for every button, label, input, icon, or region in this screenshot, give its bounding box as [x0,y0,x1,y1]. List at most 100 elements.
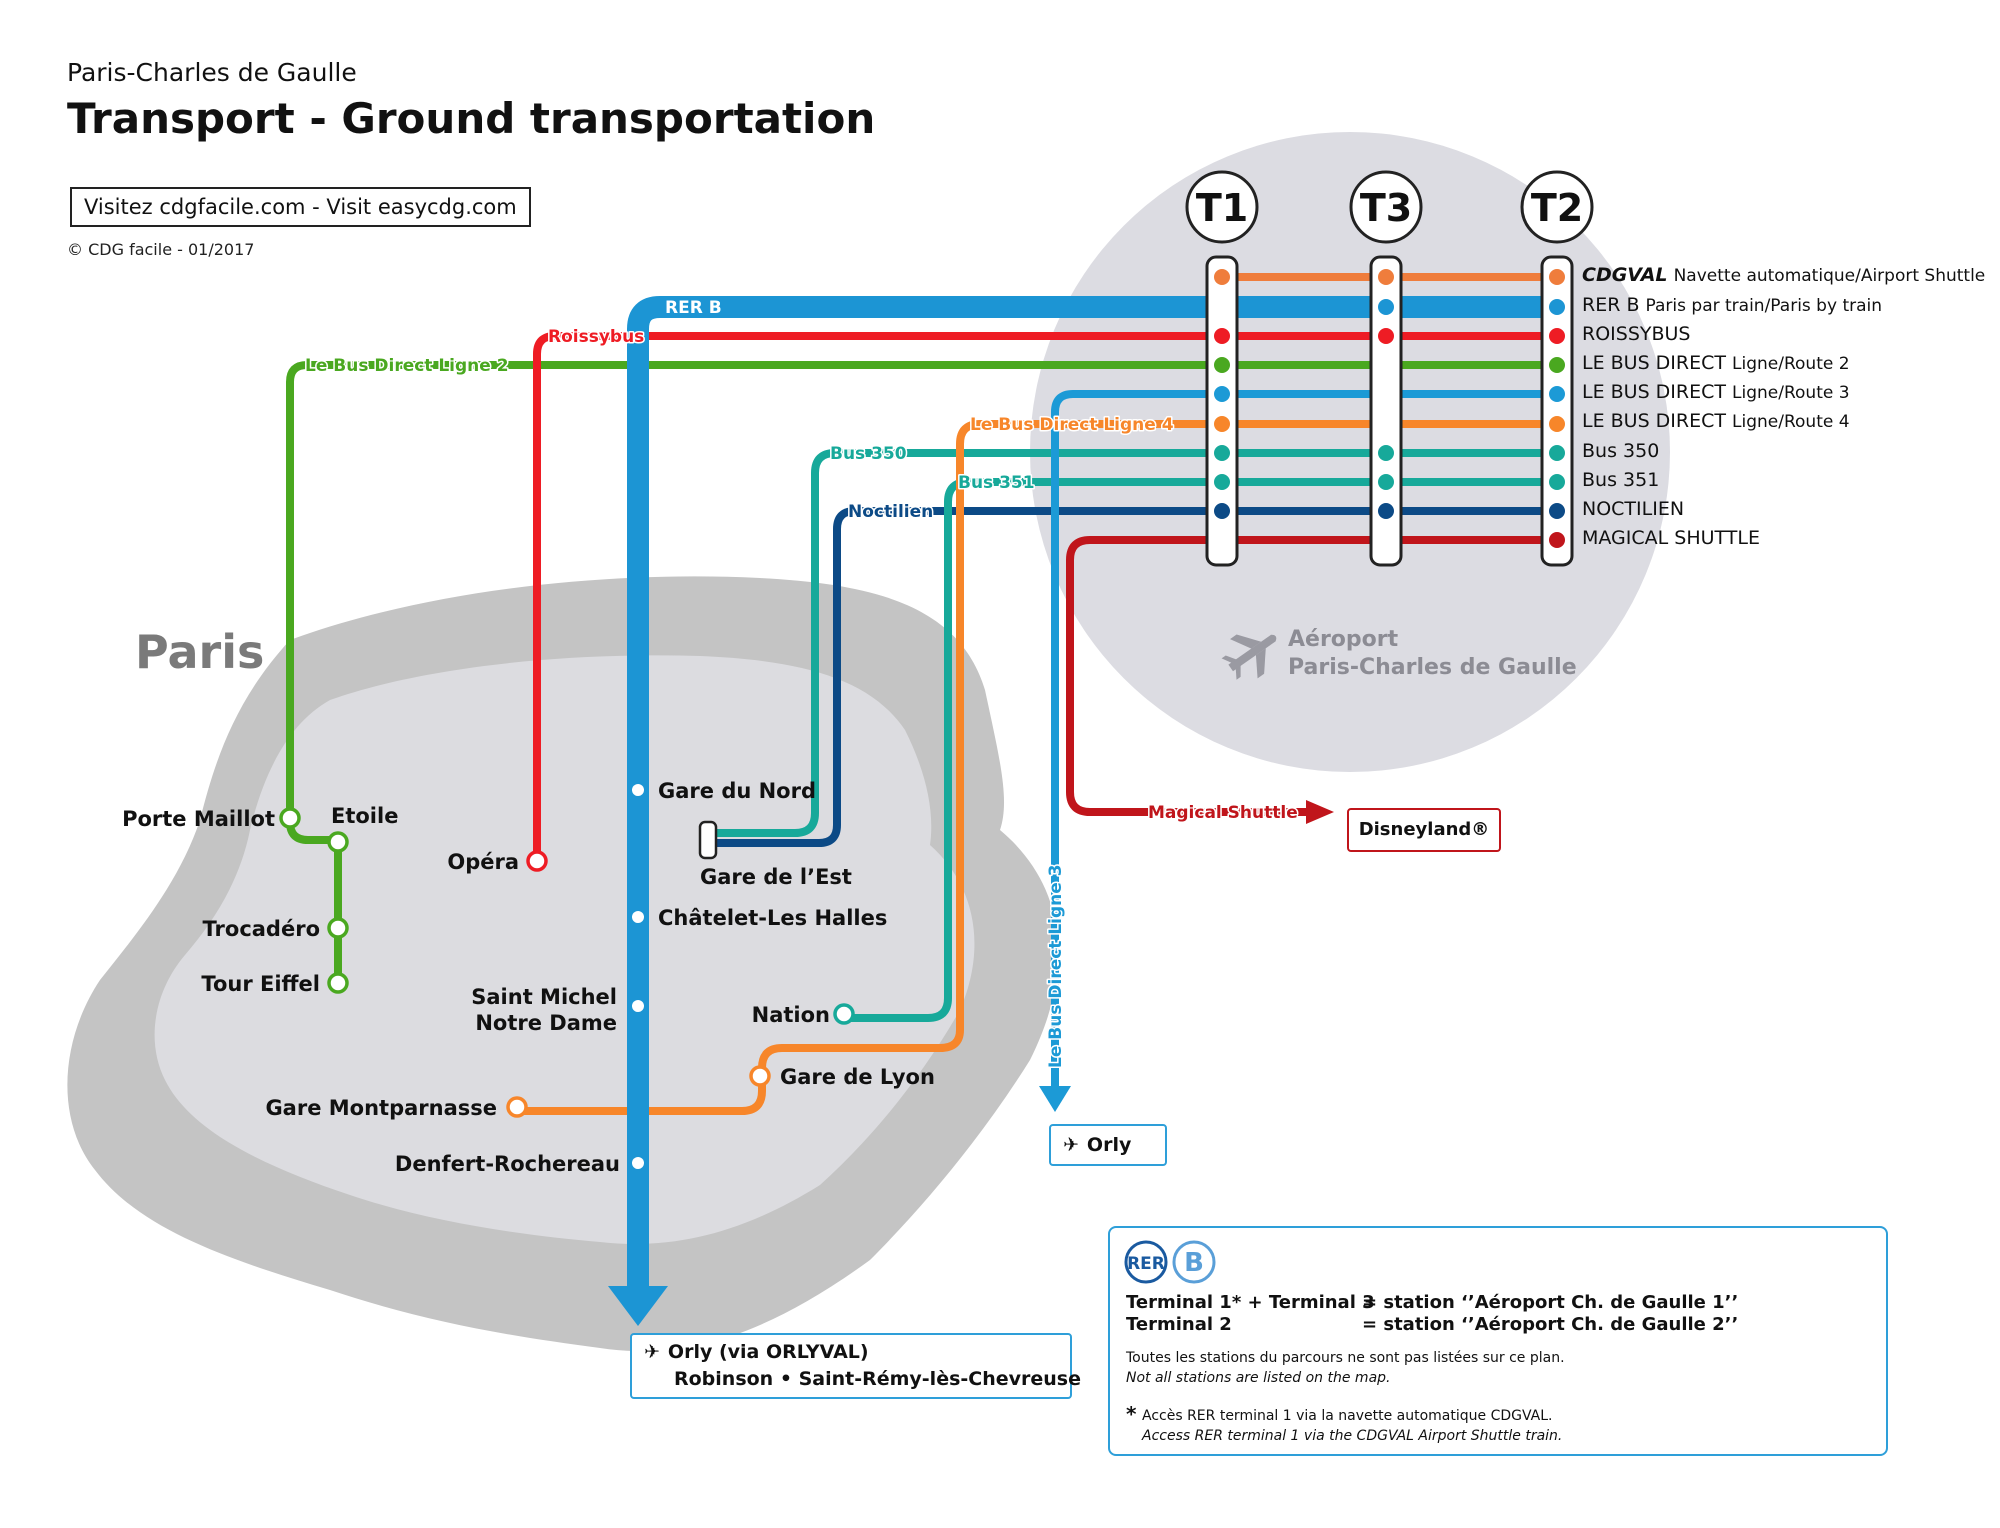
station-marker-trocadero[interactable] [327,917,349,939]
label-noctilien: Noctilien [848,502,933,522]
station-gare-du-nord[interactable]: Gare du Nord [658,779,816,803]
station-trocadero[interactable]: Trocadéro [203,917,320,941]
rer-logo-text: RER [1127,1254,1165,1274]
terminal-dot-bus351-t3 [1378,474,1394,490]
copyright: © CDG facile - 01/2017 [67,240,255,259]
legend-roissybus[interactable]: ROISSYBUS [1582,323,1691,345]
orly-rer-line1: Orly (via ORLYVAL) [667,1341,869,1363]
station-saint-michel-2[interactable]: Notre Dame [475,1011,617,1035]
station-marker-gare-du-nord[interactable] [632,784,644,796]
legend-bus-direct-3[interactable]: LE BUS DIRECT Ligne/Route 3 [1582,381,1850,403]
label-bus-350: Bus 350 [830,444,907,464]
station-tour-eiffel[interactable]: Tour Eiffel [201,972,320,996]
station-opera[interactable]: Opéra [447,850,519,874]
airplane-icon: ✈ [1063,1134,1079,1156]
paris-label: Paris [135,625,264,679]
info-note-fr: Toutes les stations du parcours ne sont … [1126,1350,1565,1366]
station-etoile[interactable]: Etoile [331,804,398,828]
terminal-dot-roissybus-t3 [1378,328,1394,344]
station-marker-etoile[interactable] [327,831,349,853]
line-bus-350 [708,449,1564,837]
line-magical-shuttle [1066,536,1564,816]
terminal-dot-busdirect3-t2 [1549,386,1565,402]
station-chatelet[interactable]: Châtelet-Les Halles [658,906,887,930]
orly-rer-line2: Robinson • Saint-Rémy-lès-Chevreuse [674,1368,1081,1390]
terminal-dot-noctilien-t1 [1214,503,1230,519]
label-roissybus: Roissybus [548,327,644,347]
terminal-dot-bus350-t2 [1549,445,1565,461]
legend-bus-351[interactable]: Bus 351 [1582,469,1659,491]
page-title: Transport - Ground transportation [67,94,876,143]
label-bus-direct-4: Le Bus Direct Ligne 4 [970,415,1174,435]
station-marker-gare-montparnasse[interactable] [506,1096,528,1118]
rer-b-logo-text: B [1184,1248,1204,1278]
station-nation[interactable]: Nation [752,1003,830,1027]
terminal-dot-bus350-t1 [1214,445,1230,461]
legend-bus-direct-2-sub: Ligne/Route 2 [1732,354,1850,374]
paris-inner-shape [154,655,975,1245]
legend-bus-350[interactable]: Bus 350 [1582,440,1659,462]
legend-rer-b-main: RER B [1582,294,1640,316]
orly-bus-label: Orly [1086,1134,1132,1156]
station-marker-gare-de-l-est[interactable] [698,820,718,860]
terminal-dot-bus350-t3 [1378,445,1394,461]
station-marker-porte-maillot[interactable] [279,807,301,829]
terminal-t1[interactable]: T1 [1196,186,1248,230]
airport-name-2: Paris-Charles de Gaulle [1288,655,1577,680]
terminal-t3[interactable]: T3 [1360,186,1412,230]
station-marker-opera[interactable] [526,850,548,872]
line-noctilien [708,507,1564,847]
station-marker-nation[interactable] [833,1003,855,1025]
rer-info-box: RER B Terminal 1* + Terminal 3 = station… [1108,1226,1888,1456]
station-marker-denfert[interactable] [632,1157,644,1169]
legend-bus-351-main: Bus 351 [1582,469,1660,491]
line-bus-direct-3 [1051,390,1564,1094]
terminal-dot-bus351-t1 [1214,474,1230,490]
legend-rer-b-sub: Paris par train/Paris by train [1645,296,1883,316]
terminal-dot-roissybus-t1 [1214,328,1230,344]
station-marker-saint-michel[interactable] [632,1000,644,1012]
legend-bus-direct-4[interactable]: LE BUS DIRECT Ligne/Route 4 [1582,410,1850,432]
station-gare-de-l-est[interactable]: Gare de l’Est [700,865,852,889]
legend-cdgval[interactable]: CDGVAL Navette automatique/Airport Shutt… [1582,264,1985,286]
terminal-dot-rerb-t2 [1549,299,1565,315]
info-star: * [1126,1402,1137,1426]
rer-b-logo: RER B [1124,1240,1216,1284]
station-labels: Porte Maillot Etoile Trocadéro Tour Eiff… [122,779,935,1176]
legend-bus-direct-2-main: LE BUS DIRECT [1582,352,1726,374]
legend-noctilien[interactable]: NOCTILIEN [1582,498,1684,520]
legend-bus-direct-2[interactable]: LE BUS DIRECT Ligne/Route 2 [1582,352,1850,374]
destination-orly-rer[interactable]: ✈Orly (via ORLYVAL) Robinson • Saint-Rém… [630,1333,1081,1399]
terminal-dot-cdgval-t3 [1378,269,1394,285]
legend-bus-direct-3-main: LE BUS DIRECT [1582,381,1726,403]
rer-logos: RER B [1124,1238,1224,1290]
line-labels: RER B Roissybus Le Bus Direct Ligne 2 Le… [304,298,1300,1070]
station-gare-montparnasse[interactable]: Gare Montparnasse [265,1096,497,1120]
terminal-dot-magical-t2 [1549,532,1565,548]
station-marker-gare-de-lyon[interactable] [749,1065,771,1087]
station-denfert[interactable]: Denfert-Rochereau [395,1152,620,1176]
station-marker-chatelet[interactable] [632,911,644,923]
station-gare-de-lyon[interactable]: Gare de Lyon [780,1065,935,1089]
destination-disneyland[interactable]: Disneyland® [1347,808,1501,852]
line-rer-b [627,296,1560,1290]
label-bus-direct-2: Le Bus Direct Ligne 2 [305,356,509,376]
terminal-dot-roissybus-t2 [1549,328,1565,344]
terminal-dot-busdirect2-t1 [1214,357,1230,373]
info-access-en: Access RER terminal 1 via the CDGVAL Air… [1142,1428,1563,1444]
airport-name-1: Aéroport [1288,627,1399,652]
station-porte-maillot[interactable]: Porte Maillot [122,807,275,831]
terminal-t2[interactable]: T2 [1531,186,1583,230]
legend-rer-b[interactable]: RER B Paris par train/Paris by train [1582,294,1882,316]
airplane-icon [1221,634,1277,680]
visit-link[interactable]: Visitez cdgfacile.com - Visit easycdg.co… [70,187,531,227]
station-saint-michel-1[interactable]: Saint Michel [471,985,617,1009]
terminal-headers: T1 T3 T2 [1185,170,1594,244]
station-markers [279,784,855,1169]
destination-orly-bus[interactable]: ✈ Orly [1049,1124,1167,1166]
legend-magical-shuttle[interactable]: MAGICAL SHUTTLE [1582,527,1760,549]
terminal-dot-busdirect3-t1 [1214,386,1230,402]
station-marker-tour-eiffel[interactable] [327,972,349,994]
terminal-dot-noctilien-t2 [1549,503,1565,519]
info-note-en: Not all stations are listed on the map. [1126,1370,1391,1386]
